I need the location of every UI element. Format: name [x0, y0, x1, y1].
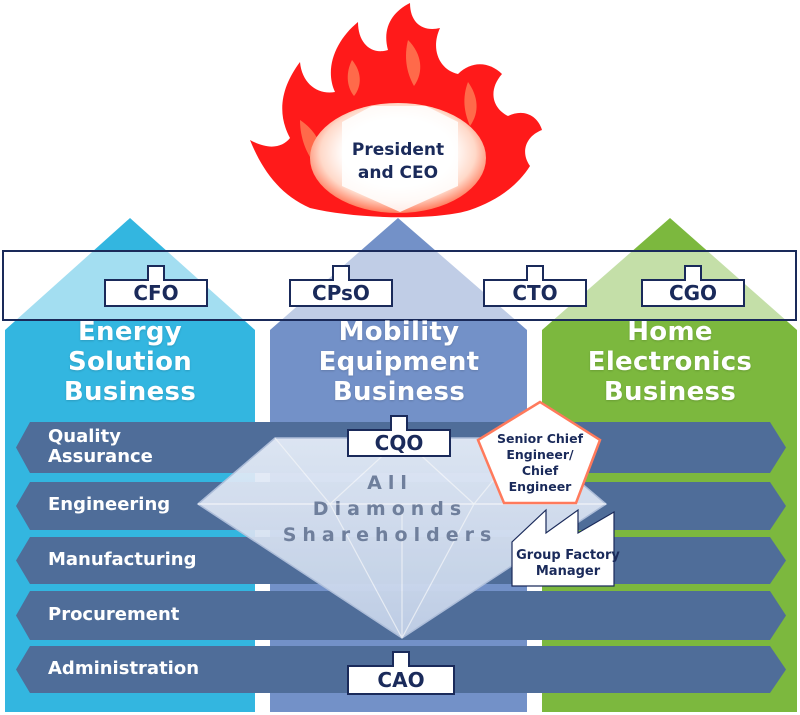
mobility-title-line2: Equipment	[318, 347, 480, 377]
cqo-tag-tab	[390, 415, 408, 431]
function-manufacturing: Manufacturing	[48, 549, 197, 570]
cto-label: CTO	[512, 281, 558, 305]
function-quality-assurance: Quality Assurance	[48, 427, 153, 467]
flame-icon	[250, 3, 542, 218]
function-administration: Administration	[48, 658, 200, 679]
president-ceo-label: President and CEO	[318, 139, 478, 185]
factory-line1: Group Factory	[516, 548, 620, 563]
energy-title-line2: Solution	[67, 347, 193, 377]
home-title-line1: Home	[627, 317, 713, 347]
cpso-tag-tab	[332, 265, 350, 281]
group-factory-manager-label: Group Factory Manager	[513, 548, 623, 580]
cfo-label: CFO	[133, 281, 179, 305]
cao-tag-tab	[392, 651, 410, 667]
senior-line1: Senior Chief	[496, 431, 584, 446]
ceo-line2: and CEO	[357, 163, 439, 183]
cao-tag: CAO	[347, 651, 455, 695]
cqo-tag: CQO	[347, 415, 451, 457]
quality-line2: Assurance	[48, 446, 153, 467]
ceo-line1: President	[351, 140, 445, 160]
cgo-tag: CGO	[641, 265, 745, 307]
function-engineering: Engineering	[48, 494, 171, 515]
senior-line3: Chief	[521, 463, 559, 478]
senior-line2: Engineer/	[506, 447, 574, 462]
senior-chief-engineer-label: Senior Chief Engineer/ Chief Engineer	[478, 431, 602, 495]
factory-line2: Manager	[535, 564, 601, 579]
cfo-tag-tab	[147, 265, 165, 281]
cqo-label: CQO	[374, 431, 424, 455]
energy-title-line3: Business	[63, 377, 197, 407]
mobility-equipment-business-title: Mobility Equipment Business	[272, 317, 526, 407]
senior-line4: Engineer	[508, 479, 572, 494]
cto-tag: CTO	[483, 265, 587, 307]
senior-engineer-pentagon	[476, 400, 602, 505]
diamond-label: All Diamonds Shareholders	[260, 470, 520, 548]
energy-solution-business-title: Energy Solution Business	[10, 317, 250, 407]
mobility-title-line1: Mobility	[338, 317, 460, 347]
cao-label: CAO	[377, 668, 425, 692]
quality-line1: Quality	[48, 426, 121, 447]
diamond-line1: All	[367, 472, 413, 494]
cgo-label: CGO	[668, 281, 718, 305]
diamond-line2: Diamonds	[312, 498, 468, 520]
cgo-tag-tab	[684, 265, 702, 281]
factory-icon	[511, 508, 615, 587]
cpso-tag: CPsO	[289, 265, 393, 307]
energy-title-line1: Energy	[77, 317, 183, 347]
function-procurement: Procurement	[48, 604, 180, 625]
home-title-line3: Business	[603, 377, 737, 407]
mobility-title-line3: Business	[332, 377, 466, 407]
home-electronics-business-title: Home Electronics Business	[544, 317, 796, 407]
cfo-tag: CFO	[104, 265, 208, 307]
home-title-line2: Electronics	[587, 347, 753, 377]
cto-tag-tab	[526, 265, 544, 281]
cpso-label: CPsO	[312, 281, 370, 305]
diamond-line3: Shareholders	[282, 524, 498, 546]
